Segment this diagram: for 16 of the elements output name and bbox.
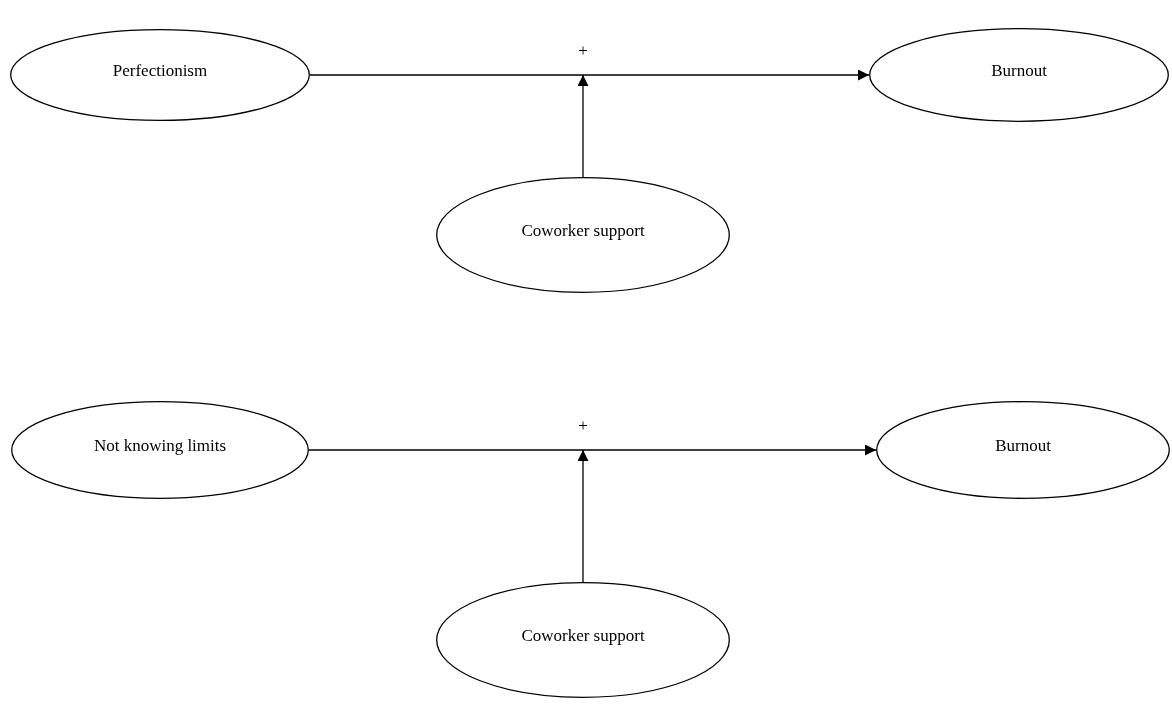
arrow bbox=[308, 444, 877, 456]
arrow bbox=[577, 449, 589, 583]
node-label: Perfectionism bbox=[112, 61, 208, 81]
ellipse-node bbox=[876, 401, 1170, 499]
node-label: Burnout bbox=[995, 436, 1051, 456]
ellipse-node bbox=[436, 177, 730, 293]
ellipse-node bbox=[11, 401, 309, 499]
node-label: Coworker support bbox=[521, 221, 645, 241]
node-label: Not knowing limits bbox=[93, 436, 227, 456]
arrow bbox=[577, 74, 589, 178]
node-label: Burnout bbox=[991, 61, 1047, 81]
ellipse-node bbox=[436, 582, 730, 698]
node-label: Coworker support bbox=[521, 626, 645, 646]
arrow bbox=[309, 69, 870, 81]
ellipse-node bbox=[10, 29, 310, 121]
ellipse-node bbox=[869, 28, 1169, 122]
